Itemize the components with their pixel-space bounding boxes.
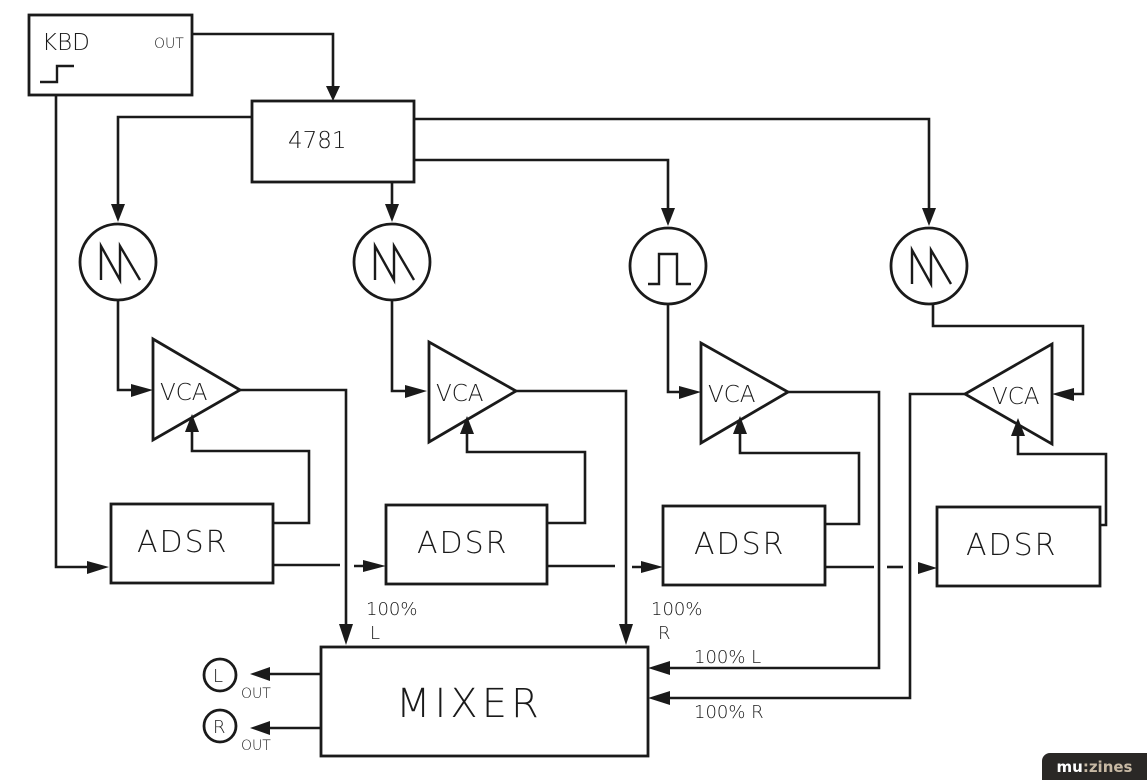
arrowhead (733, 416, 747, 434)
adsr-4: ADSR (935, 505, 1102, 588)
arrowhead (661, 208, 675, 226)
adsr-1: ADSR (109, 502, 275, 585)
input-channel: R (658, 623, 671, 644)
output-L-jack: L OUT (202, 657, 271, 702)
vca-label: VCA (992, 384, 1040, 410)
arrowhead (641, 561, 663, 573)
oscillator-4 (889, 226, 969, 306)
divider-block-4781: 4781 (250, 99, 416, 184)
vca-3: VCA (699, 340, 791, 446)
divider-label: 4781 (288, 128, 347, 154)
input-percent: 100% (366, 599, 417, 620)
output-jack-icon (202, 657, 238, 693)
vca-label: VCA (436, 381, 484, 407)
arrowhead (619, 624, 633, 645)
oscillator-2 (352, 222, 432, 302)
wire-osc3-to-vca3 (666, 304, 688, 394)
arrowhead (363, 560, 386, 572)
watermark-part1: mu (1056, 757, 1083, 776)
wire-4781-to-osc4 (414, 117, 931, 212)
pulse-wave-icon (648, 252, 691, 286)
arrowhead (131, 384, 153, 397)
wire-adsr1-to-vca1 (190, 428, 311, 525)
watermark-part2: :zines (1082, 757, 1133, 776)
keyboard-out-label: OUT (154, 36, 184, 52)
adsr-label: ADSR (694, 527, 786, 562)
arrowhead (87, 561, 109, 574)
adsr-label: ADSR (966, 528, 1058, 563)
oscillator-3 (628, 226, 708, 306)
arrowhead (111, 204, 125, 222)
step-pulse-icon (40, 64, 74, 84)
adsr-label: ADSR (137, 525, 229, 560)
arrowhead (326, 86, 340, 101)
arrowhead (250, 721, 270, 735)
sawtooth-wave-icon (373, 241, 416, 285)
mixer-label: MIXER (396, 681, 543, 727)
keyboard-label: KBD (42, 30, 90, 56)
oscillator-1 (78, 222, 158, 302)
arrowhead (918, 562, 937, 574)
adsr-3: ADSR (661, 504, 827, 587)
wire-vca2-to-mixer (516, 389, 628, 630)
arrowhead (1052, 388, 1074, 401)
wire-4781-to-osc1 (116, 115, 252, 208)
adsr-label: ADSR (417, 526, 509, 561)
arrowhead (250, 667, 270, 681)
output-jack-icon (202, 708, 238, 744)
wire-vca4-to-mixer-R (664, 392, 965, 700)
arrowhead (405, 385, 427, 398)
mixer-block: MIXER (319, 645, 650, 758)
output-R-jack: R OUT (202, 708, 271, 754)
sawtooth-wave-icon (910, 245, 953, 289)
watermark-logo: mu:zines (1042, 753, 1147, 780)
wire-4781-to-osc3 (414, 158, 670, 212)
wire-adsr3-to-vca3 (738, 430, 861, 526)
arrowhead (339, 624, 353, 645)
arrowhead (648, 661, 670, 675)
wire-vca1-to-mixer (240, 388, 348, 630)
arrowhead (385, 204, 399, 222)
output-label: OUT (241, 686, 271, 702)
mixer-input-label-3: 100% L (694, 647, 761, 668)
vca-2: VCA (427, 339, 519, 445)
adsr-2: ADSR (384, 503, 549, 586)
vca-4: VCA (962, 341, 1054, 447)
arrowhead (1011, 418, 1025, 436)
wire-kbd-to-4781 (192, 32, 335, 92)
wire-kbd-gate (54, 95, 95, 569)
arrowhead (185, 414, 199, 432)
wire-osc2-to-vca2 (390, 300, 414, 393)
vca-label: VCA (160, 380, 208, 406)
wire-adsr4-to-vca4 (1016, 432, 1108, 527)
output-channel: L (213, 666, 223, 687)
mixer-input-label-2: 100% R (651, 599, 702, 644)
keyboard-block: KBD OUT (27, 13, 194, 97)
arrowhead (648, 691, 670, 705)
input-channel: L (370, 623, 380, 644)
sawtooth-wave-icon (99, 241, 142, 285)
vca-1: VCA (151, 336, 243, 443)
wire-osc1-to-vca1 (116, 300, 140, 392)
wire-osc4-to-vca4 (931, 304, 1085, 396)
mixer-input-label-1: 100% L (366, 599, 417, 644)
arrowhead (922, 208, 936, 226)
output-channel: R (213, 717, 226, 738)
input-percent: 100% (651, 599, 702, 620)
wire-adsr2-to-vca2 (465, 430, 587, 525)
vca-label: VCA (708, 382, 756, 408)
wire-vca3-to-mixer-L (664, 390, 881, 670)
arrowhead (679, 386, 701, 399)
arrowhead (460, 416, 474, 434)
output-label: OUT (241, 738, 271, 754)
mixer-input-label-4: 100% R (694, 702, 764, 723)
